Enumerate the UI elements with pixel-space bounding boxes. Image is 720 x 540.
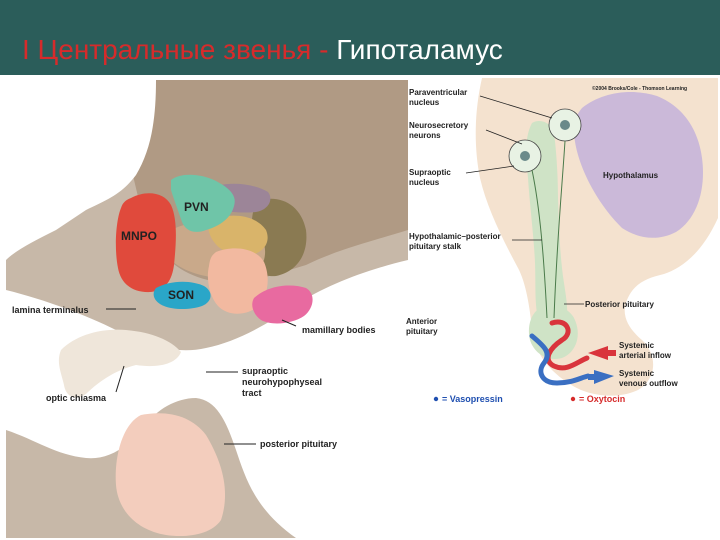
arterial-inflow-arrow <box>588 346 616 360</box>
arterial-inflow-label-2: arterial inflow <box>619 351 672 360</box>
oxytocin-dot <box>570 396 576 402</box>
son-label: SON <box>168 288 194 302</box>
mamillary-bodies-label: mamillary bodies <box>302 325 376 335</box>
supraoptic-label-3: tract <box>242 388 262 398</box>
pvn-region <box>171 174 235 232</box>
supraoptic-label-2: neurohypophyseal <box>242 377 322 387</box>
paraventricular-leader <box>479 95 553 119</box>
venous-outflow-arrow <box>588 370 614 384</box>
title-bar: I Центральные звенья - Гипоталамус <box>0 0 720 75</box>
white-region-left <box>6 80 156 260</box>
title-part-hypothalamus: Гипоталамус <box>336 34 503 65</box>
right-diagram: ©2004 Brooks/Cole - Thomson Learning Par… <box>406 78 718 396</box>
hypothalamus-region <box>574 92 703 238</box>
vasopressin-legend-label: = Vasopressin <box>442 394 503 404</box>
supraoptic-nucleus-label-2: nucleus <box>409 178 440 187</box>
anterior-pituitary-label-1: Anterior <box>406 317 437 326</box>
paraventricular-neuron-nucleus <box>560 120 570 130</box>
venous-outflow-label-1: Systemic <box>619 369 655 378</box>
paraventricular-label-2: nucleus <box>409 98 440 107</box>
peach-region <box>207 248 268 314</box>
legend: = Vasopressin = Oxytocin <box>433 394 625 404</box>
oxytocin-legend-label: = Oxytocin <box>579 394 625 404</box>
axon-line-2 <box>531 169 548 319</box>
optic-chiasma-leader <box>115 365 125 393</box>
mamillary-region <box>252 285 313 324</box>
copyright-label: ©2004 Brooks/Cole - Thomson Learning <box>592 85 687 92</box>
slide-title: I Центральные звенья - Гипоталамус <box>22 34 503 66</box>
hypothalamus-label: Hypothalamus <box>603 171 659 180</box>
optic-chiasma-shape <box>58 329 182 398</box>
mnpo-region <box>115 193 176 293</box>
supraoptic-nucleus-leader <box>465 165 515 174</box>
left-diagram: PVN MNPO SON lamina terminalus mamillary… <box>6 80 408 538</box>
mamillary-leader <box>281 319 297 327</box>
posterior-pituitary-label: posterior pituitary <box>260 439 337 449</box>
pvn-label: PVN <box>184 200 209 214</box>
supraoptic-nucleus-label-1: Supraoptic <box>409 168 451 177</box>
gold-region <box>208 215 268 256</box>
neurosecretory-leader <box>485 129 523 145</box>
supraoptic-label-1: supraoptic <box>242 366 288 376</box>
vasopressin-dot <box>433 396 439 402</box>
stalk-label-1: Hypothalamic–posterior <box>409 232 501 241</box>
neurosecretory-label-2: neurons <box>409 131 441 140</box>
mnpo-label: MNPO <box>121 229 157 243</box>
paraventricular-label-1: Paraventricular <box>409 88 467 97</box>
stalk-label-2: pituitary stalk <box>409 242 462 251</box>
title-part-roman: I Центральные звенья - <box>22 34 337 65</box>
vein-coil <box>529 333 591 386</box>
axon-line-1 <box>553 140 566 319</box>
stalk-region <box>526 121 568 333</box>
lamina-terminalus-label: lamina terminalus <box>12 305 89 315</box>
white-region-ventral <box>6 260 408 538</box>
posterior-pituitary-right-label: Posterior pituitary <box>585 300 654 309</box>
son-region <box>153 281 211 309</box>
venous-outflow-label-2: venous outflow <box>619 379 678 388</box>
optic-chiasma-label: optic chiasma <box>46 393 107 403</box>
supraoptic-neuron-nucleus <box>520 151 530 161</box>
anterior-pituitary-label-2: pituitary <box>406 327 438 336</box>
arterial-inflow-label-1: Systemic <box>619 341 655 350</box>
neurosecretory-label-1: Neurosecretory <box>409 121 469 130</box>
pituitary-shape <box>115 413 226 537</box>
